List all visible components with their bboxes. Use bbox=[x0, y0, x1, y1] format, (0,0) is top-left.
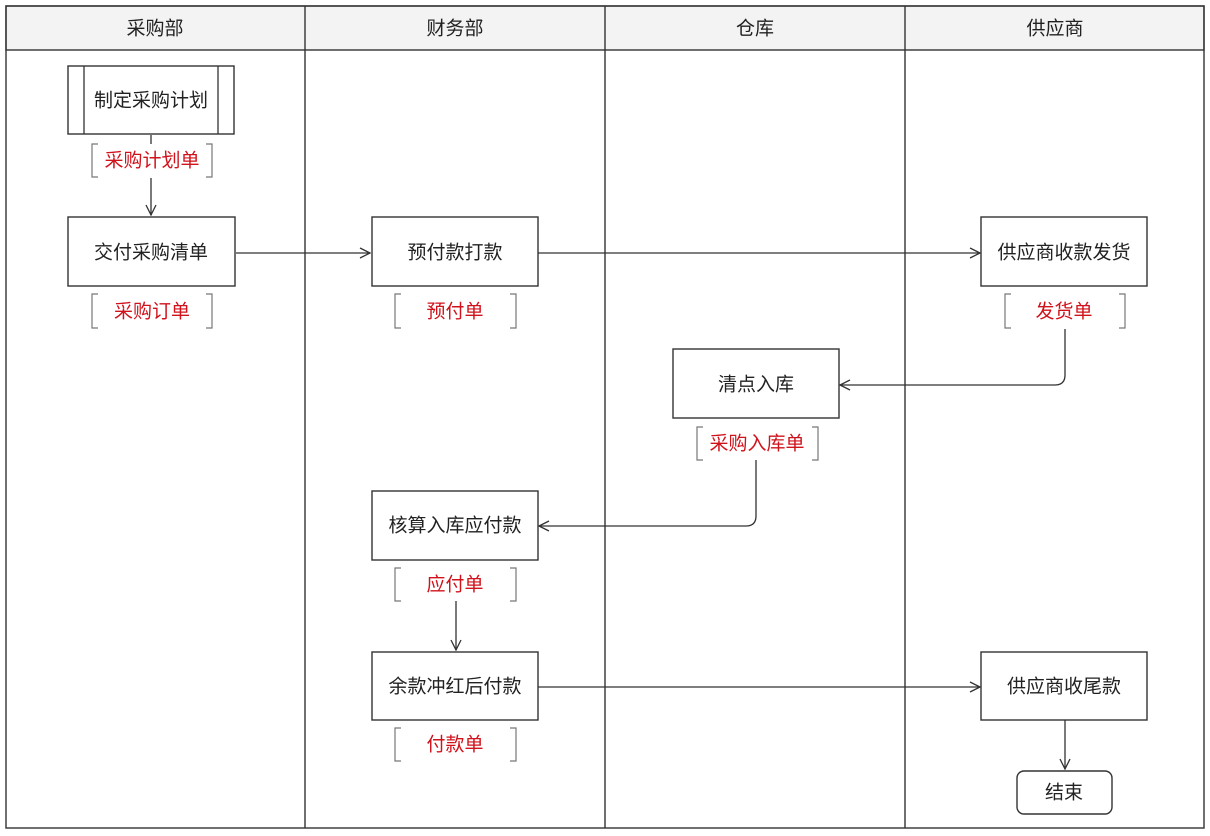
step-label: 供应商收款发货 bbox=[997, 242, 1130, 264]
doc-label: 应付单 bbox=[426, 574, 483, 596]
step-label: 清点入库 bbox=[718, 374, 794, 396]
doc-payment: 付款单 bbox=[394, 727, 517, 762]
doc-label: 预付单 bbox=[426, 301, 483, 323]
lane-header-finance: 财务部 bbox=[426, 18, 483, 40]
lane-frame bbox=[5, 5, 1205, 829]
step-calculate-payable: 核算入库应付款 bbox=[371, 490, 539, 561]
connector-ship-to-count bbox=[840, 329, 1066, 385]
doc-purchase-order: 采购订单 bbox=[91, 293, 213, 329]
lane-header-purchasing: 采购部 bbox=[126, 18, 183, 40]
step-make-purchase-plan: 制定采购计划 bbox=[67, 65, 235, 135]
doc-label: 发货单 bbox=[1035, 301, 1092, 323]
connectors bbox=[151, 135, 1065, 769]
end-label: 结束 bbox=[1045, 782, 1083, 804]
step-label: 制定采购计划 bbox=[94, 90, 208, 112]
doc-purchase-plan: 采购计划单 bbox=[91, 143, 213, 178]
lane-header-supplier: 供应商 bbox=[1026, 18, 1083, 40]
doc-stock-in: 采购入库单 bbox=[696, 426, 819, 461]
step-pay-balance: 余款冲红后付款 bbox=[371, 651, 539, 721]
doc-label: 付款单 bbox=[426, 734, 483, 756]
step-supplier-ship: 供应商收款发货 bbox=[980, 216, 1148, 287]
end-terminator: 结束 bbox=[1016, 770, 1113, 815]
doc-label: 采购订单 bbox=[114, 301, 190, 323]
step-label: 预付款打款 bbox=[407, 242, 502, 264]
doc-label: 采购计划单 bbox=[104, 150, 199, 172]
step-supplier-final-payment: 供应商收尾款 bbox=[980, 651, 1148, 721]
step-label: 核算入库应付款 bbox=[388, 515, 521, 537]
doc-prepayment: 预付单 bbox=[394, 293, 517, 329]
doc-payable: 应付单 bbox=[394, 567, 517, 602]
step-deliver-purchase-list: 交付采购清单 bbox=[67, 216, 236, 287]
lane-header-warehouse: 仓库 bbox=[736, 18, 774, 40]
step-label: 余款冲红后付款 bbox=[388, 676, 521, 698]
step-count-stock-in: 清点入库 bbox=[672, 348, 840, 419]
step-label: 交付采购清单 bbox=[94, 242, 208, 264]
step-prepayment: 预付款打款 bbox=[371, 216, 539, 287]
doc-shipment: 发货单 bbox=[1004, 293, 1126, 329]
doc-label: 采购入库单 bbox=[709, 433, 804, 455]
connector-count-to-calc bbox=[539, 460, 757, 526]
step-label: 供应商收尾款 bbox=[1007, 676, 1121, 698]
